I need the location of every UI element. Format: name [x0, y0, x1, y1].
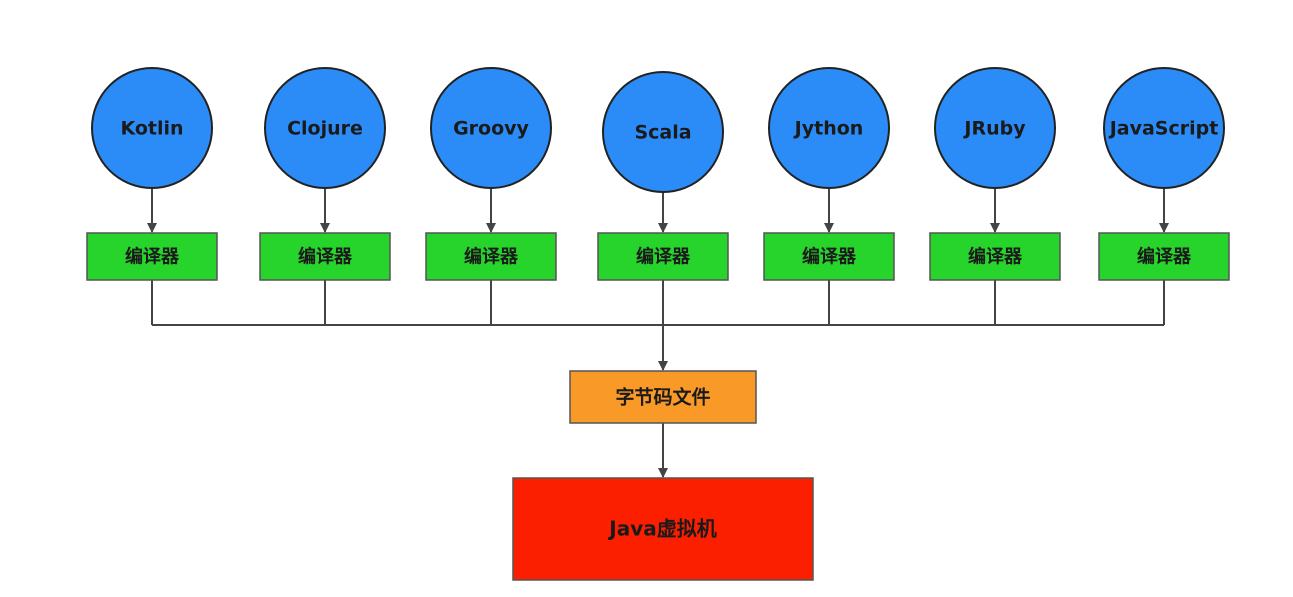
compiler-label-kotlin: 编译器 — [125, 246, 180, 268]
connector-lines — [147, 188, 1169, 478]
language-label-jython: Jython — [793, 118, 864, 140]
compiler-label-scala: 编译器 — [636, 246, 691, 268]
compiler-box-clojure — [259, 232, 391, 281]
language-circle-kotlin — [91, 67, 213, 189]
language-node-jython: Jython — [768, 67, 890, 189]
compiler-box-jruby — [929, 232, 1061, 281]
compiler-node-jruby: 编译器 — [929, 232, 1061, 281]
language-label-javascript: JavaScript — [1108, 118, 1219, 140]
language-label-jruby: JRuby — [962, 118, 1026, 140]
language-circle-javascript — [1103, 67, 1225, 189]
language-node-clojure: Clojure — [264, 67, 386, 189]
language-node-javascript: JavaScript — [1103, 67, 1225, 189]
language-nodes: Kotlin Clojure Groovy Scala Jython JRuby JavaS… — [91, 67, 1225, 193]
language-node-scala: Scala — [602, 71, 724, 193]
language-circle-scala — [602, 71, 724, 193]
jvm-node: Java虚拟机 — [512, 477, 814, 581]
compiler-label-jruby: 编译器 — [968, 246, 1023, 268]
compiler-box-javascript — [1098, 232, 1230, 281]
compiler-label-groovy: 编译器 — [464, 246, 519, 268]
compiler-node-javascript: 编译器 — [1098, 232, 1230, 281]
language-label-groovy: Groovy — [453, 118, 529, 140]
language-circle-jython — [768, 67, 890, 189]
compiler-label-javascript: 编译器 — [1137, 246, 1192, 268]
compiler-node-clojure: 编译器 — [259, 232, 391, 281]
language-node-groovy: Groovy — [430, 67, 552, 189]
compiler-node-groovy: 编译器 — [425, 232, 557, 281]
compiler-label-clojure: 编译器 — [298, 246, 353, 268]
bytecode-file-node: 字节码文件 — [569, 370, 757, 424]
language-label-clojure: Clojure — [287, 118, 363, 140]
compiler-label-jython: 编译器 — [802, 246, 857, 268]
compiler-node-scala: 编译器 — [597, 232, 729, 281]
compiler-nodes: 编译器 编译器 编译器 编译器 编译器 编译器 编译器 — [86, 232, 1230, 281]
language-label-scala: Scala — [634, 122, 691, 144]
language-circle-groovy — [430, 67, 552, 189]
compiler-box-scala — [597, 232, 729, 281]
compiler-node-jython: 编译器 — [763, 232, 895, 281]
compiler-box-kotlin — [86, 232, 218, 281]
compiler-box-jython — [763, 232, 895, 281]
language-label-kotlin: Kotlin — [120, 118, 183, 140]
language-circle-clojure — [264, 67, 386, 189]
bytecode-file-label: 字节码文件 — [615, 386, 710, 409]
jvm-label: Java虚拟机 — [607, 517, 716, 541]
bytecode-file-box — [569, 370, 757, 424]
language-node-jruby: JRuby — [934, 67, 1056, 189]
language-node-kotlin: Kotlin — [91, 67, 213, 189]
compiler-node-kotlin: 编译器 — [86, 232, 218, 281]
language-circle-jruby — [934, 67, 1056, 189]
jvm-box — [512, 477, 814, 581]
compiler-box-groovy — [425, 232, 557, 281]
